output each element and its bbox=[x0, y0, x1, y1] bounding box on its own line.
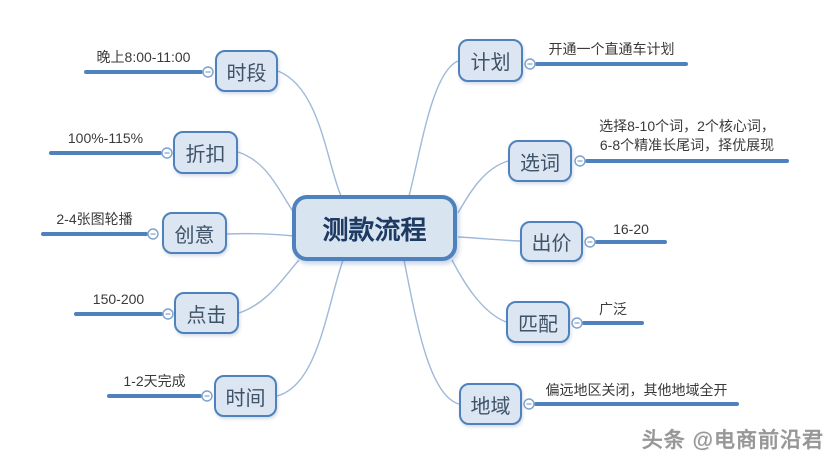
node-creative-label: 创意 bbox=[174, 224, 215, 247]
leaf-value-region: 偏远地区关闭，其他地域全开 bbox=[545, 382, 728, 398]
leaf-value-match: 广泛 bbox=[599, 301, 627, 317]
center-node[interactable]: 测款流程 bbox=[292, 195, 457, 261]
node-bid-label: 出价 bbox=[531, 233, 572, 255]
curve-duration bbox=[276, 259, 344, 397]
collapse-toggle-creative[interactable] bbox=[147, 228, 159, 240]
collapse-toggle-discount[interactable] bbox=[161, 147, 173, 159]
node-bid[interactable]: 出价 bbox=[520, 221, 583, 262]
node-keywords[interactable]: 选词 bbox=[508, 140, 572, 182]
node-keywords-label: 选词 bbox=[520, 152, 560, 175]
node-time-period-label: 时段 bbox=[226, 62, 267, 85]
leaf-value-keywords-line2: 6-8个精准长尾词，择优展现 bbox=[599, 137, 775, 153]
node-plan-label: 计划 bbox=[470, 52, 511, 74]
node-duration[interactable]: 时间 bbox=[214, 375, 277, 417]
collapse-toggle-bid[interactable] bbox=[584, 236, 596, 248]
node-clicks-label: 点击 bbox=[186, 304, 227, 327]
watermark: 头条 @电商前沿君 bbox=[641, 429, 824, 452]
node-match[interactable]: 匹配 bbox=[506, 301, 570, 343]
leaf-value-time-period: 晚上8:00-11:00 bbox=[96, 49, 191, 65]
curve-clicks bbox=[238, 259, 300, 314]
curve-discount bbox=[237, 151, 295, 214]
curve-time-period bbox=[277, 70, 342, 197]
collapse-toggle-duration[interactable] bbox=[201, 390, 213, 402]
collapse-toggle-clicks[interactable] bbox=[162, 308, 174, 320]
leaf-value-bid: 16-20 bbox=[613, 221, 649, 237]
collapse-toggle-region[interactable] bbox=[523, 398, 535, 410]
leaf-value-keywords-line1: 选择8-10个词，2个核心词， bbox=[599, 118, 775, 134]
curve-region bbox=[403, 259, 460, 405]
curve-creative bbox=[226, 232, 295, 237]
node-clicks[interactable]: 点击 bbox=[174, 292, 239, 334]
curve-plan bbox=[408, 60, 459, 197]
node-discount-label: 折扣 bbox=[185, 144, 226, 166]
leaf-value-plan: 开通一个直通车计划 bbox=[548, 41, 675, 57]
leaf-value-clicks: 150-200 bbox=[92, 291, 145, 307]
curve-bid bbox=[457, 236, 521, 242]
curve-match bbox=[451, 259, 507, 323]
collapse-toggle-time-period[interactable] bbox=[202, 66, 214, 78]
node-discount[interactable]: 折扣 bbox=[173, 131, 238, 174]
node-plan[interactable]: 计划 bbox=[458, 39, 523, 82]
leaf-value-keywords: 选择8-10个词，2个核心词， 6-8个精准长尾词，择优展现 bbox=[587, 117, 787, 155]
node-creative[interactable]: 创意 bbox=[162, 212, 227, 254]
collapse-toggle-plan[interactable] bbox=[524, 58, 536, 70]
leaf-value-duration: 1-2天完成 bbox=[123, 373, 186, 389]
leaf-value-creative: 2-4张图轮播 bbox=[56, 211, 133, 227]
leaf-value-discount: 100%-115% bbox=[67, 130, 144, 146]
node-duration-label: 时间 bbox=[225, 387, 266, 410]
node-time-period[interactable]: 时段 bbox=[215, 50, 278, 92]
curve-keywords bbox=[457, 160, 509, 214]
node-match-label: 匹配 bbox=[518, 313, 558, 336]
collapse-toggle-match[interactable] bbox=[571, 317, 583, 329]
center-node-label: 测款流程 bbox=[322, 214, 427, 245]
collapse-toggle-keywords[interactable] bbox=[574, 155, 586, 167]
node-region-label: 地域 bbox=[470, 395, 511, 418]
node-region[interactable]: 地域 bbox=[459, 383, 522, 425]
